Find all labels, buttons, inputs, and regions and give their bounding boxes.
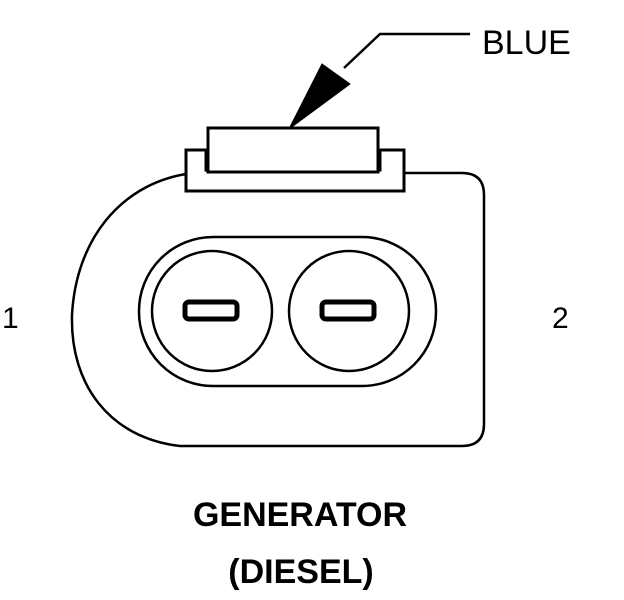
pin-2-terminal-circle	[287, 249, 411, 373]
color-leader-line	[343, 32, 470, 69]
locking-tab-top	[206, 126, 380, 174]
pin-1-blade-slot	[182, 299, 240, 322]
connector-caption-line2: (DIESEL)	[228, 553, 373, 591]
pin-2-label: 2	[552, 302, 569, 335]
connector-caption-line1: GENERATOR	[193, 496, 407, 534]
pin-2-blade-slot	[319, 299, 377, 322]
pin-1-terminal-circle	[150, 249, 274, 373]
pin-1-label: 1	[2, 302, 19, 335]
leader-arrowhead	[288, 63, 351, 130]
wire-color-label: BLUE	[482, 24, 571, 62]
terminal-cavity-frame	[137, 235, 438, 388]
connector-body	[70, 171, 486, 448]
